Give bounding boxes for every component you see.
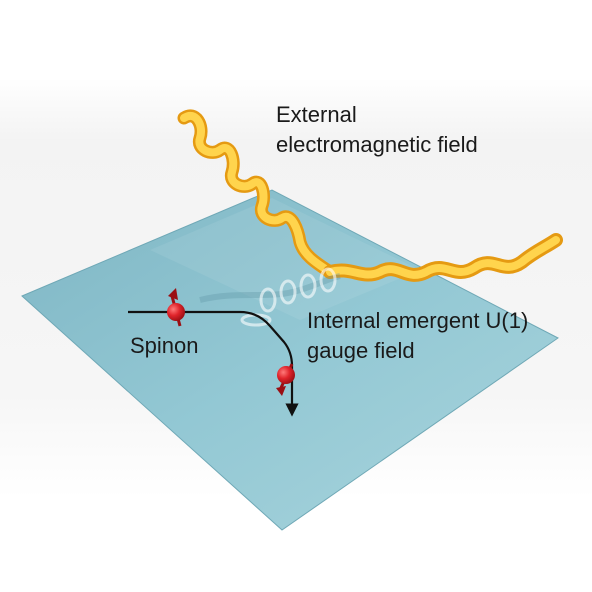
gauge-field-ripples [240, 267, 337, 327]
external-field-label-line1: External [276, 102, 357, 127]
outgoing-wave [323, 233, 563, 282]
internal-field-label-line2: gauge field [307, 338, 415, 363]
external-field-label-line2: electromagnetic field [276, 132, 478, 157]
spinon-particle-1 [167, 288, 185, 327]
spinon-label: Spinon [130, 333, 199, 358]
external-field-label: External electromagnetic field [276, 100, 478, 160]
external-wave [177, 109, 337, 279]
spinon-path [128, 310, 299, 417]
internal-field-label: Internal emergent U(1) gauge field [307, 306, 528, 366]
internal-field-label-line1: Internal emergent U(1) [307, 308, 529, 333]
spinon-particle-2 [276, 363, 295, 396]
plane-sheen [150, 198, 420, 320]
